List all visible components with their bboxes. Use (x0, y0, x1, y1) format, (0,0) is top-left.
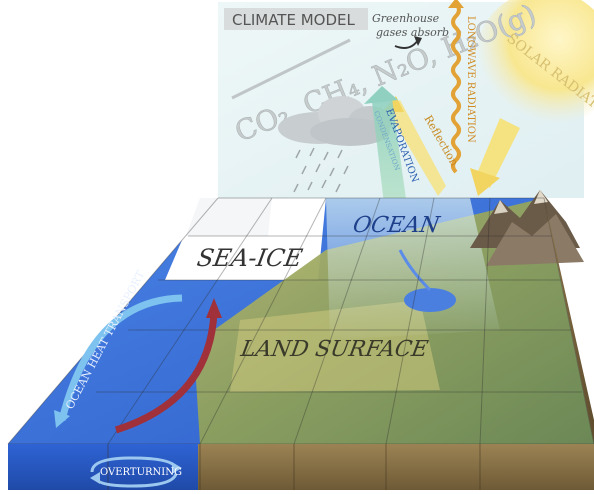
overturning-icon (90, 456, 182, 488)
panel-title-box (224, 8, 368, 30)
front-face-lines (107, 444, 481, 490)
lake (404, 288, 456, 312)
longwave-radiation-label: LONGWAVE RADIATION (465, 16, 476, 143)
land-surface-label: LAND SURFACE (238, 336, 430, 362)
sun-icon (475, 0, 594, 130)
ocean-heat-transport-cool-arrow (58, 294, 183, 421)
ocean-label: OCEAN (351, 212, 443, 238)
panel-title: CLIMATE MODEL (232, 11, 355, 29)
sea-ice-cell (186, 198, 272, 236)
upward-faint-arrow (231, 38, 351, 100)
sea-ice-label: SEA-ICE (195, 244, 305, 272)
solar-radiation-arrowhead (470, 168, 500, 196)
cool-arrowhead (54, 410, 70, 428)
river (398, 249, 432, 292)
mountains-icon (470, 190, 584, 266)
reflection-arrow (386, 100, 446, 196)
ocean-heat-transport-warm-arrow (114, 311, 218, 434)
greenhouse-label-line1: Greenhouse (372, 12, 440, 25)
overturning-label: OVERTURNING (100, 467, 182, 478)
model-grid-block (7, 190, 594, 490)
longwave-arrowhead (448, 0, 464, 8)
rain-icon (293, 147, 349, 193)
greenhouse-label-line2: gases absorb (376, 26, 449, 39)
greenhouse-absorb-arrowhead (414, 36, 422, 46)
evaporation-arrowhead (364, 86, 398, 104)
warm-arrowhead (206, 298, 222, 318)
solar-radiation-arrow (476, 118, 520, 188)
climate-model-panel: CLIMATE MODEL Greenhouse gases absorb CO… (218, 0, 594, 306)
longwave-radiation-squiggle (451, 2, 461, 174)
cloud-icon (278, 96, 392, 146)
front-face-land (198, 444, 594, 490)
